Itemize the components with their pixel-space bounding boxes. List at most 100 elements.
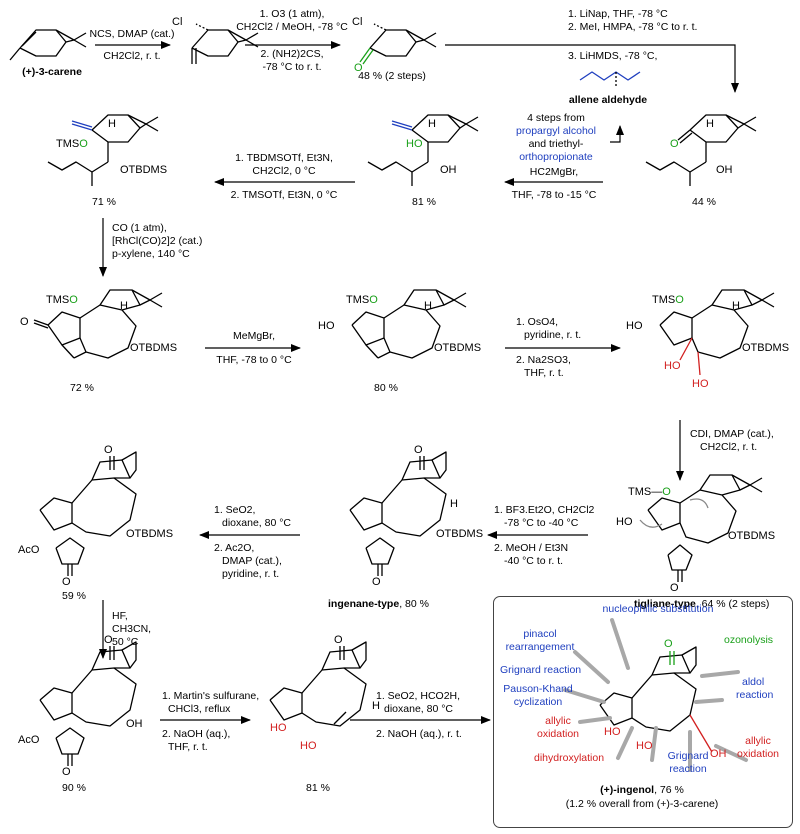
atom-otbdms-5: OTBDMS [728,530,776,542]
reagent-s11-4: pyridine, r. t. [222,568,280,580]
overall-yield: (1.2 % overall from (+)-3-carene) [565,798,719,810]
atom-ho-5: HO [692,378,709,390]
yield-4: 71 % [92,196,116,208]
reagent-s8-1: pyridine, r. t. [524,329,582,341]
atom-tmso-5: TMS—O [628,486,671,498]
summary-box [493,596,793,828]
atom-o-carb-3: O [62,576,71,588]
reagent-s5-2: 2. TMSOTf, Et3N, 0 °C [230,189,338,201]
summary-allylic2-2: oxidation [736,748,780,760]
yield-10: 90 % [62,782,86,794]
atom-aco-2: AcO [18,734,40,746]
atom-h-4: H [120,300,128,312]
reagent-s2-0: 1. O3 (1 atm), [259,8,325,20]
atom-tmso-1: TMSO [56,138,88,150]
reagent-s9-0: CDI, DMAP (cat.), [690,428,774,440]
atom-h-2: H [428,118,436,130]
atom-tmso-2: TMSO [46,294,78,306]
reagent-s10-2: 2. MeOH / Et3N [494,542,569,554]
summary-allylic1-2: oxidation [536,728,580,740]
summary-pinacol-2: rearrangement [505,641,575,653]
atom-h-3: H [108,118,116,130]
summary-dihydrox: dihydroxylation [534,752,605,764]
yield-2: 44 % [692,196,716,208]
reagent-s3-2: 3. LiHMDS, -78 °C, [568,50,658,62]
structure-chloride [191,23,259,64]
reagent-s7-0: MeMgBr, [232,330,276,342]
yield-9: 59 % [62,590,86,602]
atom-ho-1: HO [406,138,423,150]
atom-ho-6: HO [616,516,633,528]
reagent-s9-1: CH2Cl2, r. t. [700,441,758,453]
structures [9,23,775,766]
atom-oh-3: OH [126,718,143,730]
structure-carene [9,29,87,61]
summary-aldol-1: aldol [742,676,765,688]
reagent-s6-2: p-xylene, 140 °C [112,248,190,260]
structure-chloroketone [359,23,437,65]
reagent-s12-2: 50 °C [112,636,139,648]
label-tigliane: tigliane-type, 64 % (2 steps) [634,598,770,610]
reagent-s10-3: -40 °C to r. t. [504,555,564,567]
summary-pinacol-1: pinacol [523,628,557,640]
summary-aldol-2: reaction [736,689,774,701]
summary-ozonolysis: ozonolysis [724,634,774,646]
arrow-allene-feed [610,125,624,143]
atom-otbdms-2: OTBDMS [130,342,178,354]
atom-ho-ingenol-2: HO [636,740,653,752]
reagent-s13-3: THF, r. t. [168,741,208,753]
reagent-s11-3: DMAP (cat.), [222,555,282,567]
atom-o-ingenol: O [664,638,673,650]
label-ingenol: (+)-ingenol, 76 % [600,784,684,796]
reagent-s1-1: CH2Cl2, r. t. [103,50,161,62]
atom-otbdms-6: OTBDMS [436,528,484,540]
summary-allylic2-1: allylic [745,735,771,747]
reagent-s6-1: [RhCl(CO)2]2 (cat.) [112,235,203,247]
reagent-s11-1: dioxane, 80 °C [222,517,291,529]
atom-o-ketone-2: O [670,138,679,150]
allene-note-3: orthopropionate [519,151,593,163]
reagent-s13-2: 2. NaOH (aq.), [162,728,231,740]
label-allene-aldehyde: allene aldehyde [568,94,648,106]
structure-tigliane [639,474,763,582]
summary-nucleophilic: nucleophilic substitution [602,603,714,615]
reagent-s11-2: 2. Ac2O, [214,542,255,554]
reagent-s11-0: 1. SeO2, [214,504,256,516]
reagent-s3-0: 1. LiNap, THF, -78 °C [568,8,668,20]
atom-o-ing-1: O [414,444,423,456]
atom-ho-3: HO [626,320,643,332]
reagent-s2-2: 2. (NH2)2CS, [260,48,324,60]
atom-h-1: H [706,118,714,130]
summary-allylic1-1: allylic [545,715,571,727]
atom-ho-ingenol-1: HO [604,726,621,738]
yield-6: 80 % [374,382,398,394]
arrow-step3 [445,44,739,93]
atom-o-carb-2: O [372,576,381,588]
reagent-s10-0: 1. BF3.Et2O, CH2Cl2 [494,504,595,516]
reagent-s12-1: CH3CN, [112,623,152,635]
atom-tmso-4: TMSO [652,294,684,306]
atom-tmso-3: TMSO [346,294,378,306]
structure-alcohol-90 [39,641,137,766]
atom-o-ing-2: O [104,444,113,456]
label-ingenane: ingenane-type, 80 % [328,598,429,610]
structure-diene-81 [269,641,367,727]
structure-alkyne-81 [367,114,479,186]
label-carene: (+)-3-carene [22,66,82,78]
atom-o-carb-1: O [670,582,679,594]
reagent-s5-1: CH2Cl2, 0 °C [252,165,316,177]
reagent-s2-3: -78 °C to r. t. [262,61,322,73]
atom-aco-1: AcO [18,544,40,556]
reagent-s2-1: CH2Cl2 / MeOH, -78 °C [236,21,348,33]
structure-ketone-44 [645,114,757,186]
summary-pauson-1: Pauson-Khand [503,683,573,695]
structure-alcohol-80 [351,289,467,359]
structure-enone-72 [33,289,163,359]
atom-oh-ingenol: OH [710,748,727,760]
atom-h-6: H [732,300,740,312]
atom-otbdms-3: OTBDMS [434,342,482,354]
allene-note-1: propargyl alcohol [516,125,596,137]
reagent-s10-1: -78 °C to -40 °C [504,517,579,529]
atom-ho-2: HO [318,320,335,332]
atom-h-7: H [450,498,458,510]
